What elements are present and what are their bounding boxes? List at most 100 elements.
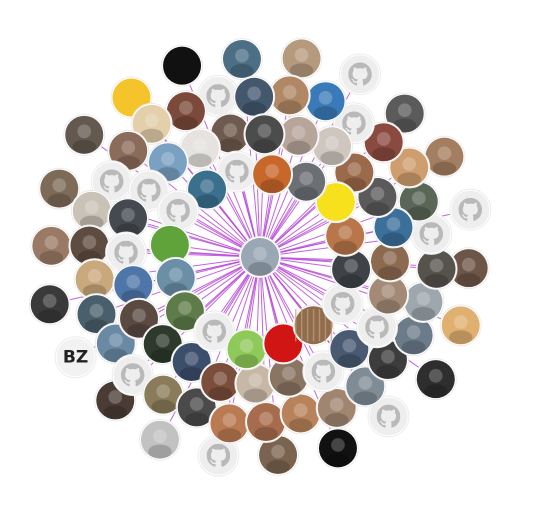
- graph-node-n8[interactable]: [262, 322, 305, 365]
- graph-node-n36[interactable]: [107, 197, 150, 240]
- graph-node-n48[interactable]: [410, 212, 453, 255]
- graph-node-n56[interactable]: [245, 401, 288, 444]
- graph-node-n46[interactable]: [388, 146, 431, 189]
- avatar-head-shape: [184, 351, 199, 366]
- node-fill: [346, 367, 385, 406]
- avatar-shoulder-shape: [456, 273, 481, 287]
- graph-node-n87[interactable]: [28, 283, 71, 326]
- graph-node-n77[interactable]: [447, 247, 490, 290]
- graph-node-n15[interactable]: [186, 168, 229, 211]
- avatar-shoulder-shape: [397, 172, 422, 187]
- graph-node-n43[interactable]: [304, 80, 347, 123]
- node-fill: [113, 356, 152, 395]
- graph-node-n81[interactable]: [316, 427, 359, 470]
- graph-node-n41[interactable]: [233, 75, 276, 118]
- graph-node-n80[interactable]: [367, 395, 410, 438]
- graph-node-n70[interactable]: [197, 74, 240, 117]
- graph-node-n82[interactable]: [257, 433, 300, 476]
- graph-node-n51[interactable]: [392, 314, 435, 357]
- graph-node-n57[interactable]: [208, 402, 251, 445]
- graph-node-n60[interactable]: [111, 354, 154, 397]
- graph-node-n12[interactable]: [154, 256, 197, 299]
- graph-node-n25[interactable]: [356, 306, 399, 349]
- node-fill: [416, 360, 455, 399]
- graph-node-n79[interactable]: [414, 358, 457, 401]
- graph-node-n69[interactable]: [164, 90, 207, 133]
- graph-node-n3[interactable]: [314, 181, 357, 224]
- graph-node-n35[interactable]: [105, 231, 148, 274]
- graph-node-n65[interactable]: [70, 189, 113, 232]
- node-fill: [109, 131, 148, 170]
- avatar-head-shape: [257, 123, 272, 138]
- graph-node-n52[interactable]: [366, 339, 409, 382]
- graph-node-n28[interactable]: [267, 355, 310, 398]
- graph-node-n18[interactable]: [277, 114, 320, 157]
- graph-node-n13[interactable]: [148, 223, 191, 266]
- graph-node-n11[interactable]: [163, 290, 206, 333]
- graph-node-n75[interactable]: [423, 135, 466, 178]
- node-fill: [180, 129, 219, 168]
- graph-node-n16[interactable]: [215, 150, 258, 193]
- node-fill: [364, 123, 403, 162]
- graph-node-n92[interactable]: [161, 44, 204, 87]
- avatar-shoulder-shape: [378, 266, 402, 280]
- graph-node-n2[interactable]: [285, 160, 328, 203]
- avatar-shoulder-shape: [320, 151, 344, 165]
- graph-node-n54[interactable]: [315, 386, 358, 429]
- graph-node-n88[interactable]: [30, 224, 73, 267]
- avatar-shoulder-shape: [339, 274, 363, 288]
- graph-node-n6[interactable]: [321, 282, 364, 325]
- graph-node-n39[interactable]: [178, 127, 221, 170]
- avatar-head-shape: [429, 258, 444, 273]
- graph-node-n76[interactable]: [449, 188, 492, 231]
- graph-node-n89[interactable]: [38, 167, 81, 210]
- graph-node-n14[interactable]: [157, 189, 200, 232]
- graph-node-n73[interactable]: [339, 53, 382, 96]
- avatar-head-shape: [271, 444, 285, 459]
- graph-node-n1[interactable]: [251, 153, 294, 196]
- graph-node-n49[interactable]: [415, 247, 458, 290]
- graph-node-n72[interactable]: [280, 37, 323, 80]
- graph-node-n20[interactable]: [333, 151, 376, 194]
- graph-node-n86[interactable]: BZ: [54, 336, 97, 379]
- graph-node-n78[interactable]: [439, 304, 482, 347]
- avatar-head-shape: [155, 333, 170, 348]
- node-fill: [253, 155, 292, 194]
- graph-node-n17[interactable]: [243, 113, 286, 156]
- graph-node-n59[interactable]: [142, 373, 185, 416]
- graph-node-n62[interactable]: [75, 293, 118, 336]
- graph-node-n24[interactable]: [367, 273, 410, 316]
- graph-node-center[interactable]: [239, 236, 281, 278]
- graph-node-n30[interactable]: [199, 360, 242, 403]
- node-label: BZ: [63, 347, 88, 367]
- avatar-shoulder-shape: [179, 366, 204, 381]
- graph-node-n26[interactable]: [328, 327, 371, 370]
- graph-node-n68[interactable]: [130, 102, 173, 145]
- graph-node-n84[interactable]: [138, 418, 181, 461]
- graph-node-n19[interactable]: [311, 125, 354, 168]
- graph-node-n71[interactable]: [220, 38, 263, 81]
- graph-node-n74[interactable]: [383, 92, 426, 135]
- avatar-head-shape: [178, 301, 192, 315]
- graph-node-n55[interactable]: [279, 392, 322, 435]
- graph-node-n37[interactable]: [127, 169, 170, 212]
- graph-node-n9[interactable]: [225, 328, 268, 371]
- graph-node-n90[interactable]: [63, 113, 106, 156]
- graph-node-n10[interactable]: [193, 310, 236, 353]
- graph-node-n67[interactable]: [107, 129, 150, 172]
- node-fill: [195, 312, 234, 351]
- graph-node-n64[interactable]: [68, 224, 111, 267]
- avatar-head-shape: [121, 208, 135, 222]
- graph-node-n66[interactable]: [90, 160, 133, 203]
- graph-node-n4[interactable]: [324, 214, 367, 257]
- avatar-shoulder-shape: [174, 116, 198, 130]
- graph-node-n85[interactable]: [94, 379, 137, 422]
- graph-node-n34[interactable]: [112, 264, 155, 307]
- graph-node-n45[interactable]: [362, 121, 405, 164]
- graph-node-n42[interactable]: [268, 74, 311, 117]
- graph-node-n83[interactable]: [197, 434, 240, 477]
- avatar-shoulder-shape: [432, 161, 457, 176]
- graph-node-n63[interactable]: [73, 258, 116, 301]
- graph-node-n7[interactable]: [292, 304, 335, 347]
- graph-node-n47[interactable]: [397, 180, 440, 223]
